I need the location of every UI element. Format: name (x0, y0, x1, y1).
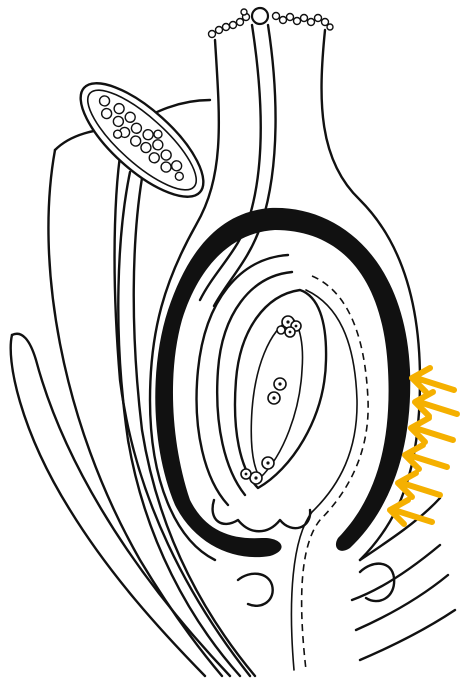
arrow (398, 473, 440, 497)
arrow (411, 418, 453, 442)
right-bract-lines (352, 545, 455, 660)
arrow (412, 368, 454, 392)
anther (64, 66, 220, 215)
arrow (405, 445, 447, 469)
arrow (415, 392, 457, 416)
stigma-granules (209, 9, 334, 38)
inner-integument-left (197, 255, 288, 505)
outer-bract (55, 128, 250, 676)
base-fold-left (238, 574, 273, 606)
stigma-knob (252, 8, 268, 24)
pollen-tube-dashed (302, 276, 369, 670)
